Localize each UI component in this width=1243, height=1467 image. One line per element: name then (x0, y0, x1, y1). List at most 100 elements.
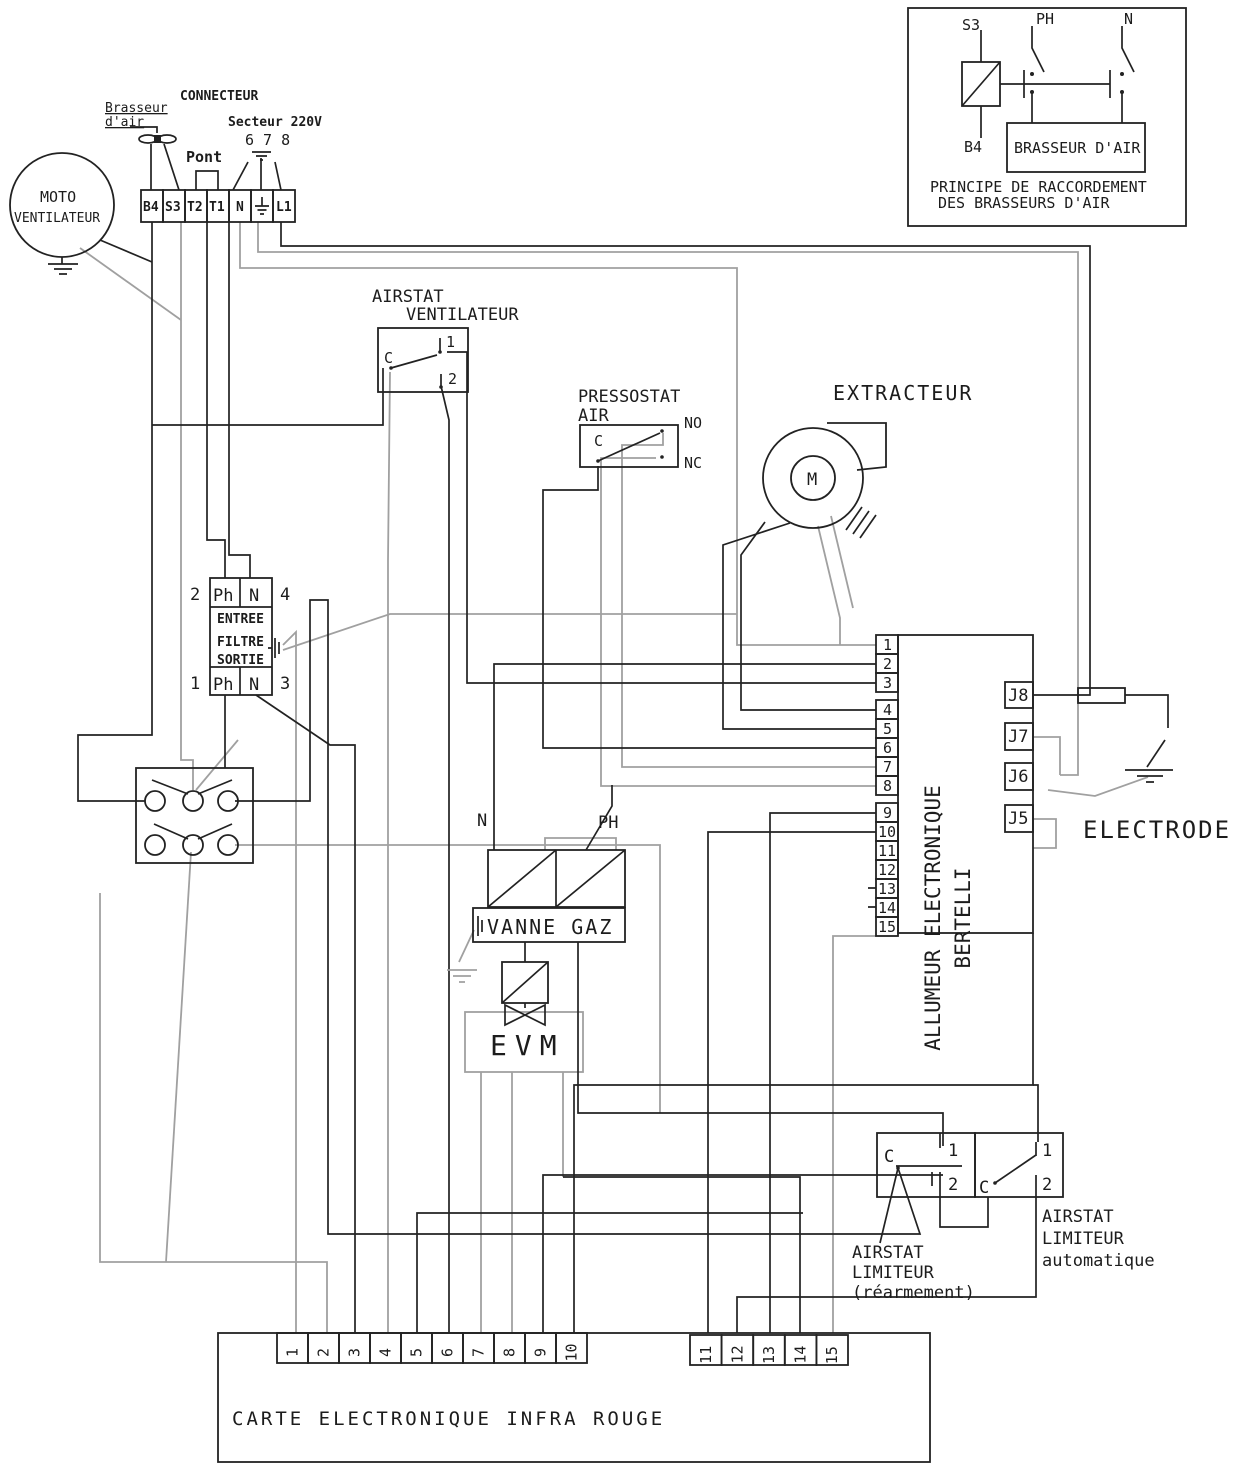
limiteur1-label-3: (réarmement) (852, 1283, 975, 1303)
evm-coil-box (501, 961, 549, 1004)
terminal-label: L1 (276, 200, 292, 215)
earth-tab-icon (477, 916, 483, 936)
contact (144, 790, 166, 812)
switch-arm (390, 338, 442, 388)
pont-label: Pont (186, 148, 222, 166)
filtre-sortie: SORTIE (217, 653, 264, 668)
carte-terminal-label: 5 (408, 1348, 426, 1357)
wire (1033, 1084, 1039, 1142)
pressostat-c: C (594, 432, 603, 450)
wire (740, 521, 876, 711)
carte-electronique: 1 2 3 4 5 6 7 8 9 10 11 12 13 14 15 CART… (217, 1332, 931, 1463)
wire (387, 371, 391, 1333)
wire (769, 812, 876, 1333)
black-wires (77, 126, 1091, 1333)
wire (736, 1190, 1037, 1333)
limiteur2-2: 2 (1042, 1175, 1052, 1195)
brasseur-label-1: Brasseur (105, 101, 168, 116)
inset-caption-2: DES BRASSEURS D'AIR (938, 194, 1111, 212)
pressostat-title-2: AIR (578, 406, 609, 426)
wire (130, 126, 180, 191)
wire (832, 935, 876, 1333)
airstat-ventilateur: AIRSTAT VENTILATEUR C 1 2 (372, 287, 519, 393)
allumeur-terminal-label: 3 (883, 674, 892, 692)
wire (206, 222, 226, 578)
carte-terminal-label: 15 (823, 1346, 841, 1364)
wire (1033, 818, 1057, 849)
limiteur1-c: C (884, 1147, 894, 1167)
inset-brasseur-box (1006, 122, 1146, 173)
limiteur2-label-3: automatique (1042, 1251, 1155, 1271)
contact (182, 790, 204, 812)
relay-box (135, 767, 254, 864)
vanne-gaz: N PH VANNE GAZ EVM (447, 811, 626, 1062)
moto-ventilateur: MOTO VENTILATEUR (9, 152, 115, 275)
gray-wires (79, 222, 1149, 1333)
earth-terminal-icon (255, 197, 269, 215)
wire (195, 739, 239, 791)
relay-block (135, 767, 254, 864)
filtre: 2 Ph N 4 ENTREE FILTRE SORTIE 1 Ph N 3 (190, 577, 290, 696)
wire (939, 1186, 989, 1228)
wire (830, 515, 854, 609)
spark-gap (1146, 739, 1166, 768)
contact (182, 834, 204, 856)
limiteur1-label-2: LIMITEUR (852, 1263, 935, 1283)
carte-terminals-1-10: 1 2 3 4 5 6 7 8 9 10 (276, 1332, 588, 1364)
wire (416, 1212, 803, 1333)
pressostat-no: NO (684, 414, 702, 432)
inset-brasseur-label: BRASSEUR D'AIR (1014, 139, 1141, 157)
carte-terminal-label: 8 (501, 1348, 519, 1357)
ground-icon (48, 257, 78, 275)
pressostat-title-1: PRESSOSTAT (578, 387, 680, 407)
carte-terminal-label: 3 (346, 1348, 364, 1357)
airstat-vent-box (377, 327, 469, 393)
wire (180, 222, 194, 790)
motor-label-2: VENTILATEUR (14, 211, 100, 226)
fan-icon (138, 134, 177, 144)
filtre-box (209, 577, 273, 696)
filtre-n-bot: N (249, 675, 259, 695)
inset-b4: B4 (964, 138, 982, 156)
valve-icon (504, 1003, 546, 1027)
carte-terminal-label: 4 (377, 1348, 395, 1357)
wire (99, 239, 153, 263)
allumeur-terminal-label: 2 (883, 655, 892, 673)
blower-volute (827, 422, 887, 471)
contact-line (896, 1133, 962, 1186)
vanne-label-box (472, 907, 626, 943)
allumeur-terminal-label: 9 (883, 804, 892, 822)
vanne-label: VANNE GAZ (487, 915, 613, 939)
carte-terminal-label: 2 (315, 1348, 333, 1357)
allumeur-terminal-label: 10 (878, 823, 896, 841)
pressostat-box (579, 424, 679, 468)
wire (99, 893, 328, 1333)
wire (152, 368, 384, 426)
inset-relay-diagonal (961, 61, 1001, 107)
jack-label: J7 (1008, 727, 1028, 747)
earth-tab-icon (268, 638, 280, 658)
wire (817, 525, 841, 645)
pont-bracket (195, 170, 219, 190)
limiteur1-2: 2 (948, 1175, 958, 1195)
pressostat-nc: NC (684, 454, 702, 472)
pressostat-air: PRESSOSTAT AIR C NO NC (578, 387, 702, 472)
allumeur-name-1: ALLUMEUR ELECTRONIQUE (921, 785, 945, 1051)
wire (1125, 694, 1169, 728)
limiteur2-label-1: AIRSTAT (1042, 1207, 1114, 1227)
vanne-ph: PH (598, 813, 618, 833)
wire (458, 929, 475, 963)
secteur-label: Secteur 220V (228, 115, 322, 130)
jack-label: J8 (1008, 686, 1028, 706)
wire (257, 222, 1079, 776)
filtre-filtre: FILTRE (217, 635, 264, 650)
motor-m-circle (790, 455, 836, 501)
wire (282, 629, 297, 1333)
airstat-vent-title-1: AIRSTAT (372, 287, 444, 307)
filtre-entree: ENTREE (217, 612, 264, 627)
allumeur-terminal-label: 14 (878, 899, 896, 917)
allumeur: 1 2 3 4 5 6 7 8 9 10 11 12 13 14 15 ALLU… (875, 634, 1229, 1051)
switch-arm (994, 1142, 1037, 1190)
limiteur2-label-2: LIMITEUR (1042, 1229, 1125, 1249)
jack-label: J5 (1008, 809, 1028, 829)
